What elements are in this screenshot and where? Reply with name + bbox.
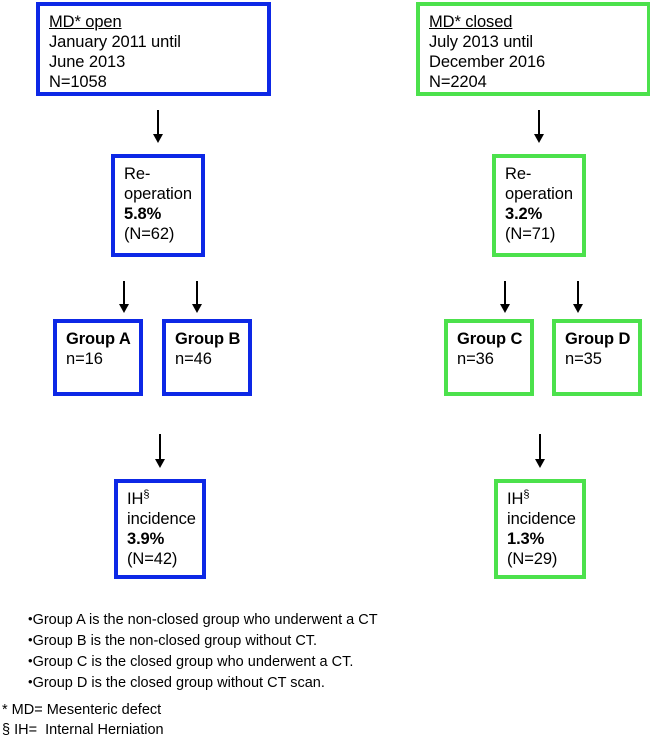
- node-reoperation-closed-count: (N=71): [505, 225, 556, 243]
- arrow-shaft: [504, 281, 506, 306]
- node-ih-incidence-open-line2: incidence: [127, 510, 196, 528]
- arrow-head: [534, 134, 544, 143]
- node-ih-incidence-open-footnote-marker: §: [143, 488, 150, 501]
- node-md-open-period-start: January 2011 until: [49, 33, 181, 51]
- node-group-a-count: n=16: [66, 350, 103, 368]
- arrow-reoperation-open-to-group-b: [190, 281, 204, 315]
- node-group-d-label: Group D: [565, 330, 631, 348]
- node-md-open[interactable]: MD* open January 2011 until June 2013 N=…: [36, 2, 271, 96]
- node-ih-incidence-closed[interactable]: IH§ incidence 1.3% (N=29): [494, 479, 586, 579]
- node-md-open-period-end: June 2013: [49, 53, 126, 71]
- arrow-head: [119, 304, 129, 313]
- footnote-md: * MD= Mesenteric defect: [2, 702, 162, 718]
- node-group-b[interactable]: Group B n=46: [162, 319, 252, 396]
- list-item: •Group A is the non-closed group who und…: [28, 609, 448, 630]
- group-definitions-list: •Group A is the non-closed group who und…: [28, 609, 448, 693]
- arrow-head: [153, 134, 163, 143]
- node-ih-incidence-open-percent: 3.9%: [127, 530, 165, 548]
- arrow-md-open-to-reoperation: [151, 110, 165, 145]
- arrow-md-closed-to-reoperation: [532, 110, 546, 145]
- abbreviation-footnotes: * MD= Mesenteric defect § IH= Internal H…: [2, 700, 402, 740]
- node-ih-incidence-open-line1: IH§: [127, 489, 202, 509]
- node-ih-incidence-open-abbrev: IH: [127, 490, 144, 508]
- node-group-a[interactable]: Group A n=16: [53, 319, 143, 396]
- node-group-c[interactable]: Group C n=36: [444, 319, 534, 396]
- node-ih-incidence-closed-abbrev: IH: [507, 490, 524, 508]
- group-note-text: Group B is the non-closed group without …: [32, 633, 318, 649]
- arrow-groups-open-to-ih-incidence: [153, 434, 167, 470]
- node-group-b-count: n=46: [175, 350, 212, 368]
- node-md-open-count: N=1058: [49, 73, 107, 91]
- node-reoperation-open-line1: Re-: [124, 165, 151, 183]
- node-md-closed-period-end: December 2016: [429, 53, 546, 71]
- node-group-c-count: n=36: [457, 350, 494, 368]
- node-ih-incidence-open[interactable]: IH§ incidence 3.9% (N=42): [114, 479, 206, 579]
- bullet-icon: •: [28, 653, 33, 668]
- node-reoperation-closed[interactable]: Re- operation 3.2% (N=71): [492, 154, 586, 257]
- node-reoperation-open-line2: operation: [124, 185, 192, 203]
- list-item: •Group D is the closed group without CT …: [28, 672, 448, 693]
- group-note-text: Group A is the non-closed group who unde…: [32, 612, 378, 628]
- bullet-icon: •: [28, 674, 33, 689]
- bullet-icon: •: [28, 611, 33, 626]
- node-group-d[interactable]: Group D n=35: [552, 319, 642, 396]
- arrow-shaft: [196, 281, 198, 306]
- node-ih-incidence-open-count: (N=42): [127, 550, 178, 568]
- node-ih-incidence-closed-count: (N=29): [507, 550, 558, 568]
- node-reoperation-open[interactable]: Re- operation 5.8% (N=62): [111, 154, 205, 257]
- node-md-closed[interactable]: MD* closed July 2013 until December 2016…: [416, 2, 650, 96]
- arrow-head: [573, 304, 583, 313]
- group-note-text: Group D is the closed group without CT s…: [32, 675, 325, 691]
- group-note-text: Group C is the closed group who underwen…: [32, 654, 354, 670]
- node-ih-incidence-closed-line1: IH§: [507, 489, 582, 509]
- footnote-ih: § IH= Internal Herniation: [2, 722, 164, 738]
- arrow-reoperation-open-to-group-a: [117, 281, 131, 315]
- arrow-shaft: [538, 110, 540, 136]
- arrow-groups-closed-to-ih-incidence: [533, 434, 547, 470]
- arrow-head: [535, 459, 545, 468]
- node-group-b-label: Group B: [175, 330, 241, 348]
- arrow-reoperation-closed-to-group-c: [498, 281, 512, 315]
- node-reoperation-closed-percent: 3.2%: [505, 205, 543, 223]
- node-reoperation-closed-line1: Re-: [505, 165, 532, 183]
- arrow-reoperation-closed-to-group-d: [571, 281, 585, 315]
- node-reoperation-open-percent: 5.8%: [124, 205, 162, 223]
- arrow-head: [192, 304, 202, 313]
- node-md-closed-title: MD* closed: [429, 13, 513, 31]
- node-group-c-label: Group C: [457, 330, 523, 348]
- arrow-shaft: [577, 281, 579, 306]
- list-item: •Group C is the closed group who underwe…: [28, 651, 448, 672]
- node-ih-incidence-closed-percent: 1.3%: [507, 530, 545, 548]
- node-md-open-title: MD* open: [49, 13, 122, 31]
- arrow-head: [500, 304, 510, 313]
- bullet-icon: •: [28, 632, 33, 647]
- node-group-a-label: Group A: [66, 330, 131, 348]
- node-reoperation-closed-line2: operation: [505, 185, 573, 203]
- arrow-shaft: [157, 110, 159, 136]
- node-md-closed-period-start: July 2013 until: [429, 33, 533, 51]
- node-reoperation-open-count: (N=62): [124, 225, 175, 243]
- arrow-shaft: [123, 281, 125, 306]
- node-md-closed-count: N=2204: [429, 73, 487, 91]
- node-ih-incidence-closed-line2: incidence: [507, 510, 576, 528]
- arrow-shaft: [539, 434, 541, 461]
- node-group-d-count: n=35: [565, 350, 602, 368]
- arrow-head: [155, 459, 165, 468]
- list-item: •Group B is the non-closed group without…: [28, 630, 448, 651]
- node-ih-incidence-closed-footnote-marker: §: [523, 488, 530, 501]
- arrow-shaft: [159, 434, 161, 461]
